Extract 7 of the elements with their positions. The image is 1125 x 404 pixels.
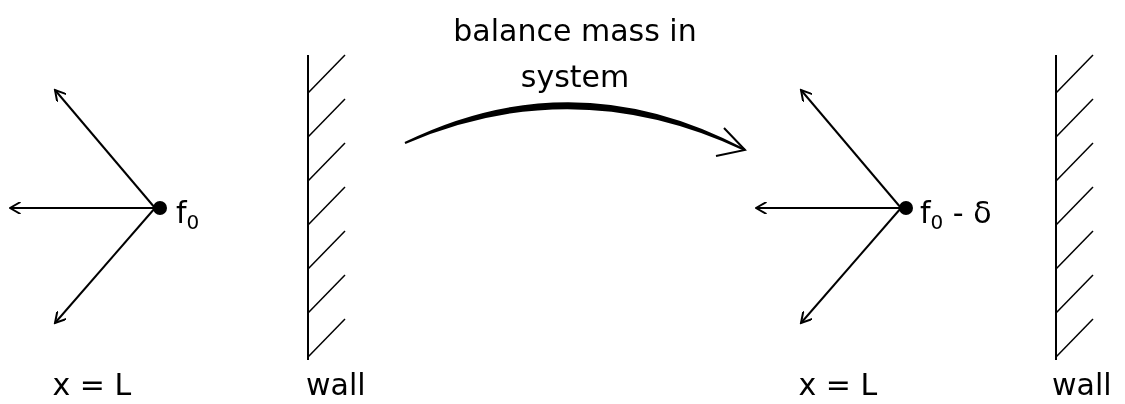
text-label: wall [1052,366,1112,404]
text-label: x = L [798,366,878,404]
text-label: x = L [52,366,132,404]
text-label: wall [306,366,366,404]
text-label: f$_{0}$ - δ [920,194,992,236]
arrow-label: balance mass in system [452,12,698,96]
text-label: f$_{0}$ [176,194,200,236]
